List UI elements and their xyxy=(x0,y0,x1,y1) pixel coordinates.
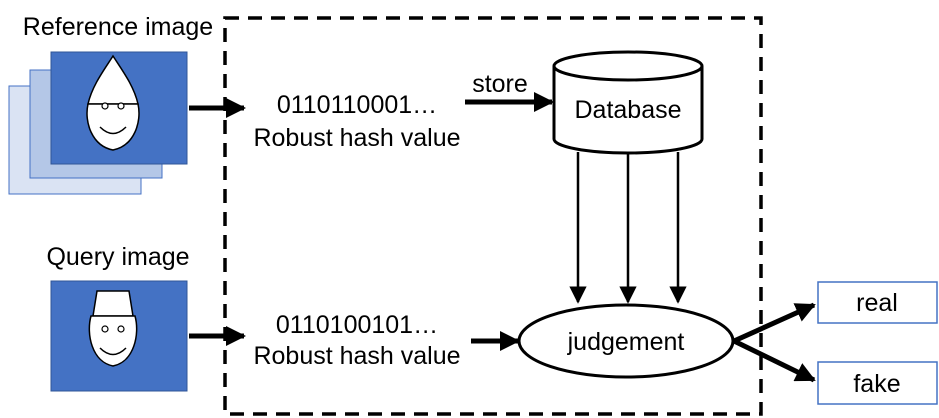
query-image-group xyxy=(50,280,188,392)
database-label: Database xyxy=(574,96,681,124)
system-boundary xyxy=(223,16,763,416)
reference-image-label: Reference image xyxy=(23,13,213,41)
reference-hash-bits: 0110110001… xyxy=(277,91,437,119)
database-cylinder-icon xyxy=(552,50,704,155)
judgement-to-fake-arrow xyxy=(732,338,816,383)
query-image-label: Query image xyxy=(46,243,189,271)
judgement-to-real-arrow xyxy=(732,302,816,344)
query-hash-caption: Robust hash value xyxy=(253,342,460,370)
face-with-chef-hat-icon xyxy=(88,290,138,367)
reference-hash-caption: Robust hash value xyxy=(253,124,460,152)
fake-label: fake xyxy=(853,370,900,398)
judgement-node xyxy=(517,303,735,379)
store-label: store xyxy=(472,70,528,98)
real-label: real xyxy=(856,289,898,317)
judgement-label: judgement xyxy=(567,328,685,356)
face-with-pointed-hat-icon xyxy=(86,54,140,151)
reference-image-stack xyxy=(8,51,188,195)
real-output-box xyxy=(817,281,938,324)
query-hash-bits: 0110100101… xyxy=(276,311,438,339)
fake-output-box xyxy=(817,361,938,405)
